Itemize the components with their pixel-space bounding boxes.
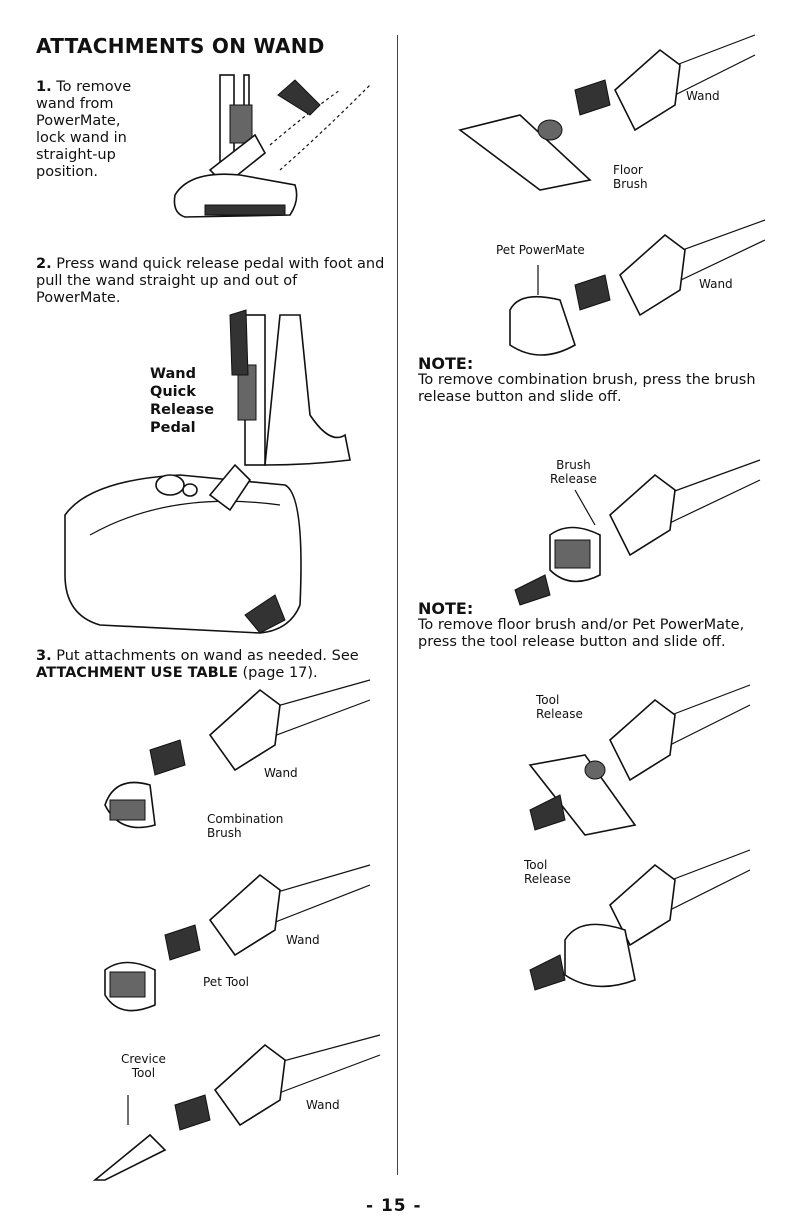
label-floor: Floor [613,163,643,177]
illustration-tool-release-pet-powermate [529,849,751,991]
illustration-lock-wand-upright [173,74,371,218]
label-pedal-line-3: Release [150,402,215,418]
illustration-floor-brush [458,34,756,191]
step-1-number: 1. [36,79,52,95]
step-1: 1. To remove wand from PowerMate, lock w… [36,79,146,181]
step-2-text: Press wand quick release pedal with foot… [36,256,385,306]
label-wand-quick-release-pedal: Wand Quick Release Pedal [150,365,214,437]
label-floor-brush: Floor Brush [613,163,648,191]
label-wand-3: Wand [306,1098,340,1112]
label-combination: Combination [207,812,284,826]
page-title: ATTACHMENTS ON WAND [36,34,325,58]
label-combination-brush: Combination Brush [207,812,283,840]
label-floor-brush-word: Brush [613,177,648,191]
note-1-heading: NOTE: [418,354,474,373]
illustration-brush-release [514,459,761,606]
step-2: 2. Press wand quick release pedal with f… [36,256,386,307]
step-3-text: Put attachments on wand as needed. See [56,648,359,664]
illustration-combination-brush [104,679,371,829]
step-3-number: 3. [36,648,52,664]
label-tool-release-2-a: Tool [524,858,548,872]
label-brush: Brush [207,826,242,840]
label-pet-powermate: Pet PowerMate [496,243,585,257]
label-tool-release-1-b: Release [536,707,583,721]
label-wand-5: Wand [699,277,733,291]
label-crevice-tool: Crevice Tool [121,1052,166,1080]
label-pedal-line-1: Wand [150,366,196,382]
label-wand-2: Wand [286,933,320,947]
label-pedal-line-4: Pedal [150,420,196,436]
note-2-heading: NOTE: [418,599,474,618]
label-tool-release-2-b: Release [524,872,571,886]
attachment-use-table-ref: ATTACHMENT USE TABLE [36,665,238,681]
label-tool-release-2: Tool Release [524,858,571,886]
step-2-number: 2. [36,256,52,272]
step-1-text: To remove wand from PowerMate, lock wand… [36,79,132,180]
label-tool-release-1: Tool Release [536,693,583,721]
illustration-pet-tool [104,864,371,1012]
step-3-text-end: (page 17). [242,665,318,681]
label-crevice: Crevice [121,1052,166,1066]
label-wand-4: Wand [686,89,720,103]
page-number: - 15 - [366,1196,422,1216]
label-brush-release-2: Release [550,472,597,486]
label-brush-release: Brush Release [550,458,597,486]
illustration-quick-release-pedal [64,309,351,634]
note-2-text: To remove floor brush and/or Pet PowerMa… [418,617,745,650]
note-1-text: To remove combination brush, press the b… [418,372,756,405]
label-wand-1: Wand [264,766,298,780]
label-brush-release-1: Brush [556,458,591,472]
label-tool: Tool [131,1066,156,1080]
label-pedal-line-2: Quick [150,384,196,400]
column-divider [397,35,398,1175]
illustration-crevice-tool [92,1034,381,1181]
illustration-tool-release-floor-brush [528,684,751,836]
label-tool-release-1-a: Tool [536,693,560,707]
step-3: 3. Put attachments on wand as needed. Se… [36,648,386,682]
illustration-pet-powermate [509,219,766,356]
label-pet-tool: Pet Tool [203,975,250,989]
